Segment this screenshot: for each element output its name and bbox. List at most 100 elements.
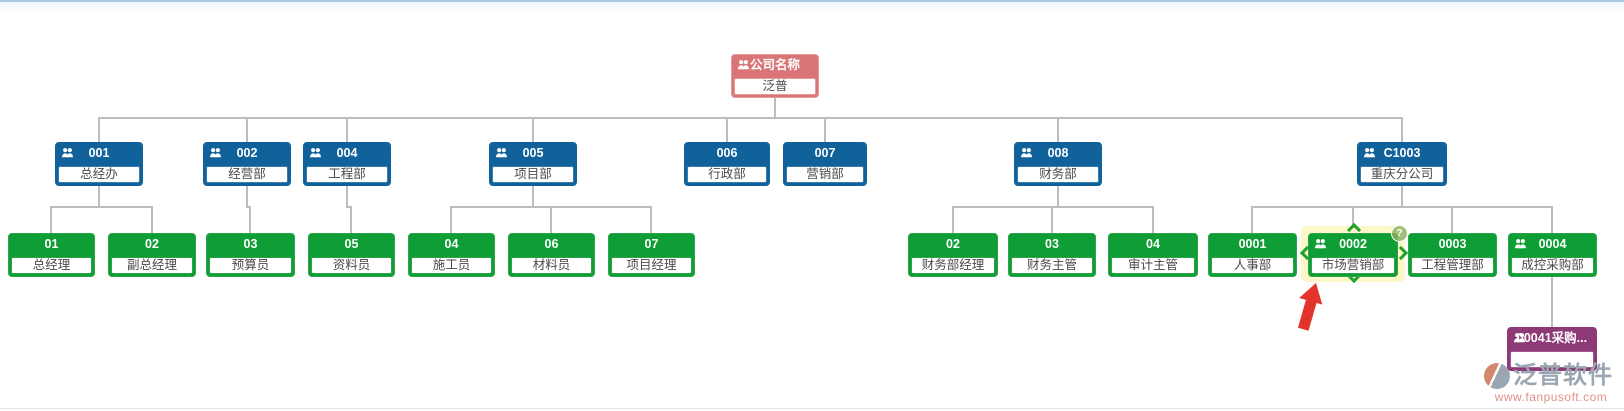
node-header: 01 bbox=[9, 234, 94, 255]
node-label: 审计主管 bbox=[1111, 257, 1195, 274]
node-label: 工程部 bbox=[306, 166, 388, 183]
node-label: 材料员 bbox=[511, 257, 592, 274]
org-node-006[interactable]: 006 行政部 bbox=[684, 142, 770, 186]
node-label: 重庆分公司 bbox=[1360, 166, 1444, 183]
people-icon bbox=[1020, 147, 1033, 158]
node-label: 经营部 bbox=[206, 166, 288, 183]
node-label: 施工员 bbox=[411, 257, 492, 274]
node-code: 0001 bbox=[1238, 237, 1267, 251]
node-header: 005 bbox=[490, 143, 576, 164]
org-node-07[interactable]: 07 项目经理 bbox=[608, 233, 695, 277]
node-code: 04 bbox=[444, 237, 459, 251]
node-label: 市场营销部 bbox=[1311, 257, 1395, 274]
node-code: 008 bbox=[1047, 146, 1069, 160]
node-label: 副总经理 bbox=[111, 257, 193, 274]
org-node-0004[interactable]: 0004 成控采购部 bbox=[1508, 233, 1597, 277]
org-node-00041[interactable]: 00041采购... bbox=[1507, 327, 1597, 371]
org-node-04[interactable]: 04 施工员 bbox=[408, 233, 495, 277]
node-label: 资料员 bbox=[311, 257, 392, 274]
people-icon bbox=[495, 147, 508, 158]
node-label: 项目经理 bbox=[611, 257, 692, 274]
node-header: 0004 bbox=[1509, 234, 1596, 255]
node-label: 预算员 bbox=[209, 257, 292, 274]
org-node-0003[interactable]: 0003 工程管理部 bbox=[1408, 233, 1497, 277]
fanpu-logo-icon bbox=[1484, 363, 1510, 389]
node-header: 0001 bbox=[1209, 234, 1296, 255]
top-accent-bar bbox=[0, 0, 1624, 2]
org-node-finance-supervisor[interactable]: 03 财务主管 bbox=[1008, 233, 1096, 277]
org-node-001[interactable]: 001 总经办 bbox=[55, 142, 143, 186]
node-code: 002 bbox=[236, 146, 258, 160]
org-node-002[interactable]: 002 经营部 bbox=[203, 142, 291, 186]
people-icon bbox=[1514, 238, 1527, 249]
node-code: 007 bbox=[814, 146, 836, 160]
node-header: 07 bbox=[609, 234, 694, 255]
org-node-company-root[interactable]: 公司名称 泛普 bbox=[731, 54, 819, 98]
node-code: 06 bbox=[544, 237, 559, 251]
org-node-06[interactable]: 06 材料员 bbox=[508, 233, 595, 277]
watermark: 泛普软件 www.fanpusoft.com bbox=[1484, 363, 1618, 404]
org-node-005[interactable]: 005 项目部 bbox=[489, 142, 577, 186]
node-code: 02 bbox=[145, 237, 159, 251]
top-accent-fade bbox=[0, 2, 1624, 13]
node-header: 00041采购... bbox=[1508, 328, 1596, 349]
org-node-finance-manager[interactable]: 02 财务部经理 bbox=[908, 233, 998, 277]
people-icon bbox=[1513, 332, 1526, 343]
node-header: 03 bbox=[1009, 234, 1095, 255]
node-label: 泛普 bbox=[734, 78, 816, 95]
node-header: C1003 bbox=[1358, 143, 1446, 164]
node-label: 成控采购部 bbox=[1511, 257, 1594, 274]
node-code: 03 bbox=[1045, 237, 1059, 251]
node-header: 04 bbox=[1109, 234, 1197, 255]
node-header: 008 bbox=[1015, 143, 1101, 164]
org-node-02[interactable]: 02 副总经理 bbox=[108, 233, 196, 277]
node-label: 工程管理部 bbox=[1411, 257, 1494, 274]
node-label: 行政部 bbox=[687, 166, 767, 183]
people-icon bbox=[737, 59, 750, 70]
node-header: 02 bbox=[109, 234, 195, 255]
people-icon bbox=[1363, 147, 1376, 158]
node-code: 0003 bbox=[1438, 237, 1467, 251]
node-header: 004 bbox=[304, 143, 390, 164]
org-node-03[interactable]: 03 预算员 bbox=[206, 233, 295, 277]
node-label: 财务部 bbox=[1017, 166, 1099, 183]
node-code: C1003 bbox=[1383, 146, 1421, 160]
node-header: 006 bbox=[685, 143, 769, 164]
bottom-border bbox=[0, 408, 1624, 409]
org-node-C1003[interactable]: C1003 重庆分公司 bbox=[1357, 142, 1447, 186]
node-code: 07 bbox=[644, 237, 659, 251]
watermark-brand: 泛普软件 bbox=[1513, 362, 1613, 389]
org-node-0001[interactable]: 0001 人事部 bbox=[1208, 233, 1297, 277]
node-header: 06 bbox=[509, 234, 594, 255]
org-node-05[interactable]: 05 资料员 bbox=[308, 233, 395, 277]
node-label: 总经理 bbox=[11, 257, 92, 274]
watermark-url: www.fanpusoft.com bbox=[1494, 390, 1608, 404]
help-icon[interactable]: ? bbox=[1391, 225, 1408, 242]
node-header: 002 bbox=[204, 143, 290, 164]
org-node-007[interactable]: 007 营销部 bbox=[783, 142, 867, 186]
node-header: 04 bbox=[409, 234, 494, 255]
node-code: 02 bbox=[946, 237, 960, 251]
node-header: 05 bbox=[309, 234, 394, 255]
node-code: 05 bbox=[344, 237, 359, 251]
node-code: 0004 bbox=[1538, 237, 1567, 251]
org-node-audit-supervisor[interactable]: 04 审计主管 bbox=[1108, 233, 1198, 277]
node-label: 人事部 bbox=[1211, 257, 1294, 274]
node-code: 0002 bbox=[1339, 237, 1367, 251]
people-icon bbox=[61, 147, 74, 158]
node-code: 001 bbox=[88, 146, 110, 160]
node-label: 营销部 bbox=[786, 166, 864, 183]
node-header: 02 bbox=[909, 234, 997, 255]
org-node-0002-selected[interactable]: 0002 市场营销部 bbox=[1308, 233, 1398, 277]
node-header: 03 bbox=[207, 234, 294, 255]
node-code: 01 bbox=[44, 237, 59, 251]
org-node-01[interactable]: 01 总经理 bbox=[8, 233, 95, 277]
node-header: 0003 bbox=[1409, 234, 1496, 255]
people-icon bbox=[209, 147, 222, 158]
org-node-004[interactable]: 004 工程部 bbox=[303, 142, 391, 186]
node-label: 总经办 bbox=[58, 166, 140, 183]
org-node-008[interactable]: 008 财务部 bbox=[1014, 142, 1102, 186]
node-code: 03 bbox=[243, 237, 258, 251]
node-code: 00041采购... bbox=[1516, 331, 1588, 345]
